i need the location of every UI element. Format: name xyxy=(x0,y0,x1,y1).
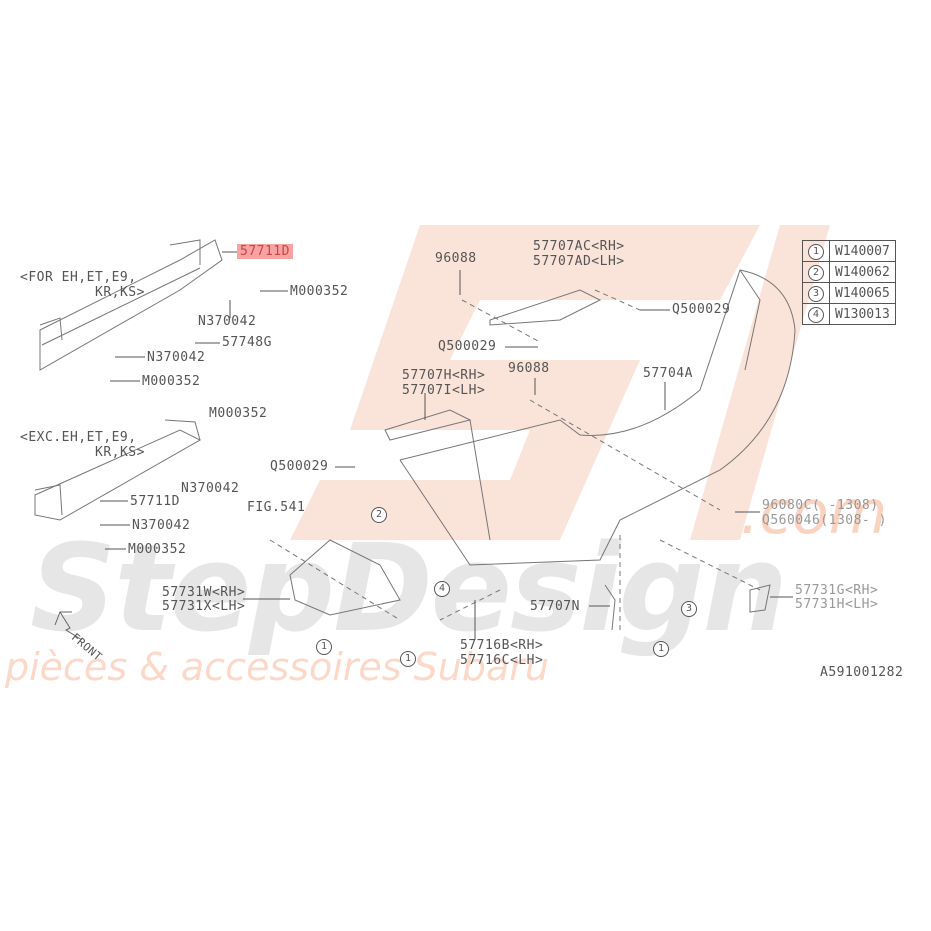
callout-1: 1 xyxy=(400,651,416,667)
legend-row: 3 W140065 xyxy=(802,282,896,304)
group-exc-line1: <EXC.EH,ET,E9, xyxy=(20,430,137,445)
fastener-legend: 1 W140007 2 W140062 3 W140065 4 W130013 xyxy=(802,240,896,325)
part-label: 57731H<LH> xyxy=(795,597,879,612)
legend-row: 1 W140007 xyxy=(802,240,896,262)
part-label: 57748G xyxy=(222,335,272,350)
part-label: 57707N xyxy=(530,599,580,614)
part-label: 57731W<RH> xyxy=(162,585,246,600)
part-label: 57707AD<LH> xyxy=(533,254,625,269)
callout-3: 3 xyxy=(681,601,697,617)
part-label: 57707H<RH> xyxy=(402,368,486,383)
legend-number: 3 xyxy=(808,285,824,302)
part-label: 96088 xyxy=(508,361,550,376)
legend-row: 4 W130013 xyxy=(802,303,896,325)
part-label: Q560046(1308- ) xyxy=(762,513,887,528)
part-label: 57704A xyxy=(643,366,693,381)
legend-part: W130013 xyxy=(829,303,896,325)
illustration-code: A591001282 xyxy=(820,665,904,680)
part-label: 57731X<LH> xyxy=(162,599,246,614)
watermark-domain: .com xyxy=(740,478,888,548)
group-exc-line2: KR,KS> xyxy=(95,445,145,460)
callout-2: 2 xyxy=(371,507,387,523)
callout-1: 1 xyxy=(316,639,332,655)
part-label: Q500029 xyxy=(270,459,329,474)
reinforcement-lower xyxy=(34,419,202,521)
legend-part: W140065 xyxy=(829,282,896,304)
bumper-cover xyxy=(399,269,796,566)
leader-dashes xyxy=(269,289,761,630)
part-label: 96088 xyxy=(435,251,477,266)
part-label: 57707AC<RH> xyxy=(533,239,625,254)
legend-number: 4 xyxy=(808,306,824,323)
part-label: 57716B<RH> xyxy=(460,638,544,653)
part-label: M000352 xyxy=(290,284,349,299)
callout-4: 4 xyxy=(434,581,450,597)
part-label: N370042 xyxy=(132,518,191,533)
part-label: 57707I<LH> xyxy=(402,383,486,398)
part-label: M000352 xyxy=(142,374,201,389)
part-label: M000352 xyxy=(128,542,187,557)
part-label: 57716C<LH> xyxy=(460,653,544,668)
legend-part: W140007 xyxy=(829,240,896,262)
part-label: N370042 xyxy=(198,314,257,329)
reinforcement-upper xyxy=(39,239,223,371)
group-for-line2: KR,KS> xyxy=(95,285,145,300)
part-label: N370042 xyxy=(147,350,206,365)
part-label: M000352 xyxy=(209,406,268,421)
figure-reference: FIG.541 xyxy=(247,500,306,515)
highlighted-part-label[interactable]: 57711D xyxy=(237,244,293,259)
legend-row: 2 W140062 xyxy=(802,261,896,283)
legend-number: 1 xyxy=(808,243,824,260)
legend-part: W140062 xyxy=(829,261,896,283)
part-label: Q500029 xyxy=(672,302,731,317)
part-label: N370042 xyxy=(181,481,240,496)
group-for-line1: <FOR EH,ET,E9, xyxy=(20,270,137,285)
watermark-brand: StepDesign xyxy=(30,520,788,659)
legend-number: 2 xyxy=(808,264,824,281)
part-label: Q500029 xyxy=(438,339,497,354)
front-arrow xyxy=(54,611,83,641)
leader-lines xyxy=(100,251,793,640)
part-label: 96080C( -1308) xyxy=(762,498,879,513)
part-label: 57731G<RH> xyxy=(795,583,879,598)
part-label: 57711D xyxy=(130,494,180,509)
bracket-parts xyxy=(289,289,771,631)
callout-1: 1 xyxy=(653,641,669,657)
watermark-tagline: pièces & accessoires Subaru xyxy=(5,645,549,689)
